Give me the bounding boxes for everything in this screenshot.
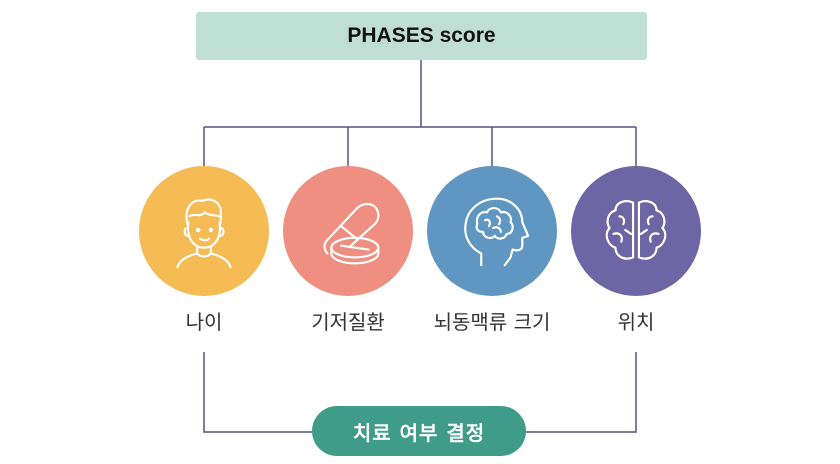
factor-age-circle — [139, 166, 269, 296]
factor-disease-circle — [283, 166, 413, 296]
factor-age-label: 나이 — [185, 310, 223, 334]
factor-disease-label: 기저질환 — [311, 310, 385, 334]
phases-score-title: PHASES score — [196, 12, 647, 60]
treatment-decision-box: 치료 여부 결정 — [312, 406, 526, 456]
factor-size-label: 뇌동맥류 크기 — [433, 310, 551, 334]
factor-size-circle — [427, 166, 557, 296]
head-brain-icon — [464, 197, 530, 267]
factor-location-circle — [571, 166, 701, 296]
brain-icon — [605, 200, 667, 260]
person-icon — [176, 198, 232, 269]
factor-location-label: 위치 — [617, 310, 655, 334]
pill-icon — [323, 203, 380, 265]
